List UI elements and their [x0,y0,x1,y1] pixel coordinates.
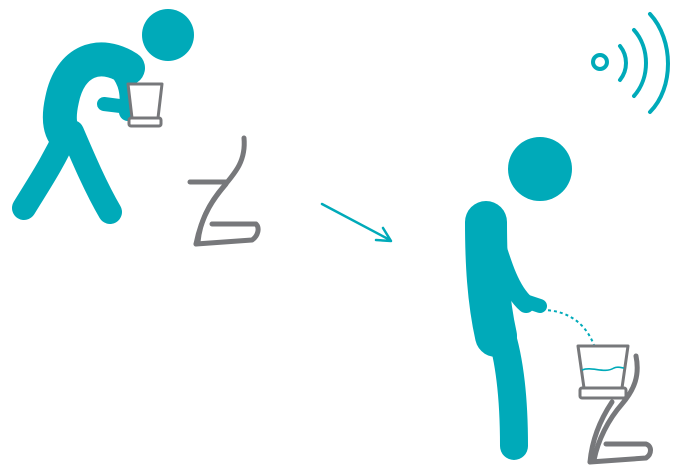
person-bending-leg-front [72,132,110,212]
person-bending-head [142,9,194,61]
wireless-signal-icon [593,14,668,112]
cup-with-liquid-icon [578,346,628,398]
person-bending-leg-back [24,130,68,208]
arrow-right-icon [322,204,391,241]
person-standing-icon [486,137,572,446]
holder-stand-icon [190,138,258,244]
cup-icon [128,84,162,126]
person-standing-hand [522,300,540,306]
person-bending-icon [24,9,194,212]
person-standing-head [508,137,572,201]
person-standing-leg [500,330,514,446]
